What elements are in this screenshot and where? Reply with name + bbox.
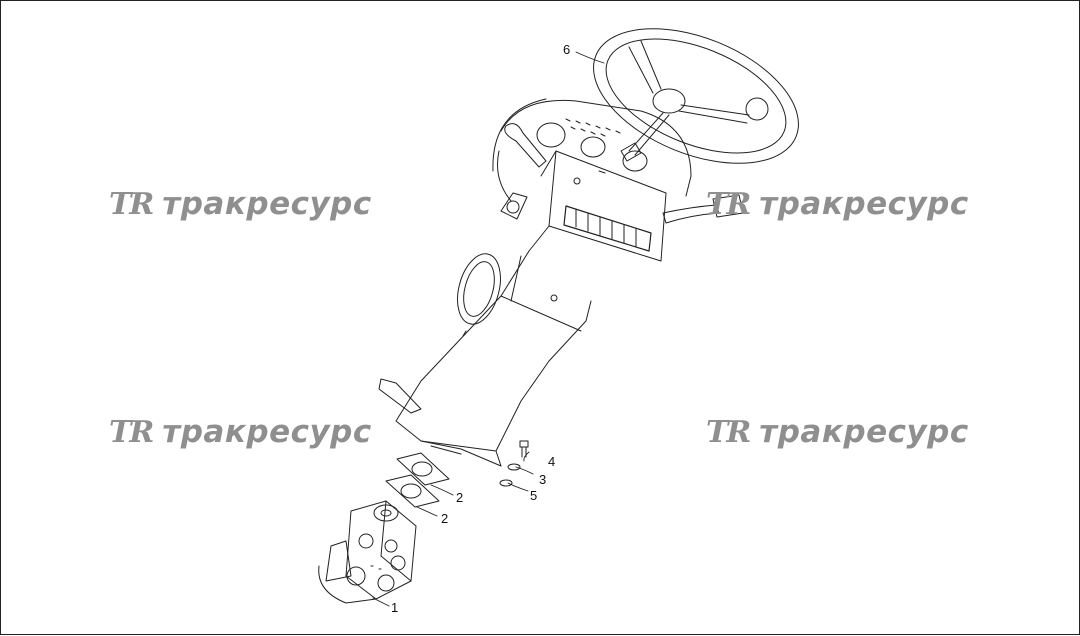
watermark-top-right: TR тракресурс	[706, 186, 969, 222]
watermark-bottom-right: TR тракресурс	[706, 414, 969, 450]
watermark-text: тракресурс	[759, 414, 969, 450]
callout-4: 4	[548, 454, 556, 469]
watermark-text: тракресурс	[162, 414, 372, 450]
callout-1: 1	[391, 600, 399, 615]
column-housing	[378, 250, 592, 467]
right-stalk-lever	[662, 194, 744, 224]
steering-control-unit	[318, 500, 417, 604]
watermark-text: тракресурс	[162, 186, 372, 222]
watermark-text: тракресурс	[759, 186, 969, 222]
callout-2a: 2	[456, 490, 464, 505]
callout-5: 5	[530, 488, 538, 503]
steering-wheel	[593, 28, 799, 164]
watermark-top-left: TR тракресурс	[109, 186, 372, 222]
leader-lines	[372, 51, 605, 607]
watermark-logo: TR	[109, 414, 154, 450]
watermark-logo: TR	[706, 186, 751, 222]
watermark-logo: TR	[109, 186, 154, 222]
callout-2b: 2	[441, 511, 449, 526]
dashboard-cowl	[492, 98, 692, 220]
watermark-bottom-left: TR тракресурс	[109, 414, 372, 450]
gaskets	[385, 452, 450, 508]
callout-6: 6	[563, 42, 571, 57]
switch-panel	[528, 150, 667, 262]
fasteners	[499, 440, 529, 487]
callout-3: 3	[539, 472, 547, 487]
watermark-logo: TR	[706, 414, 751, 450]
